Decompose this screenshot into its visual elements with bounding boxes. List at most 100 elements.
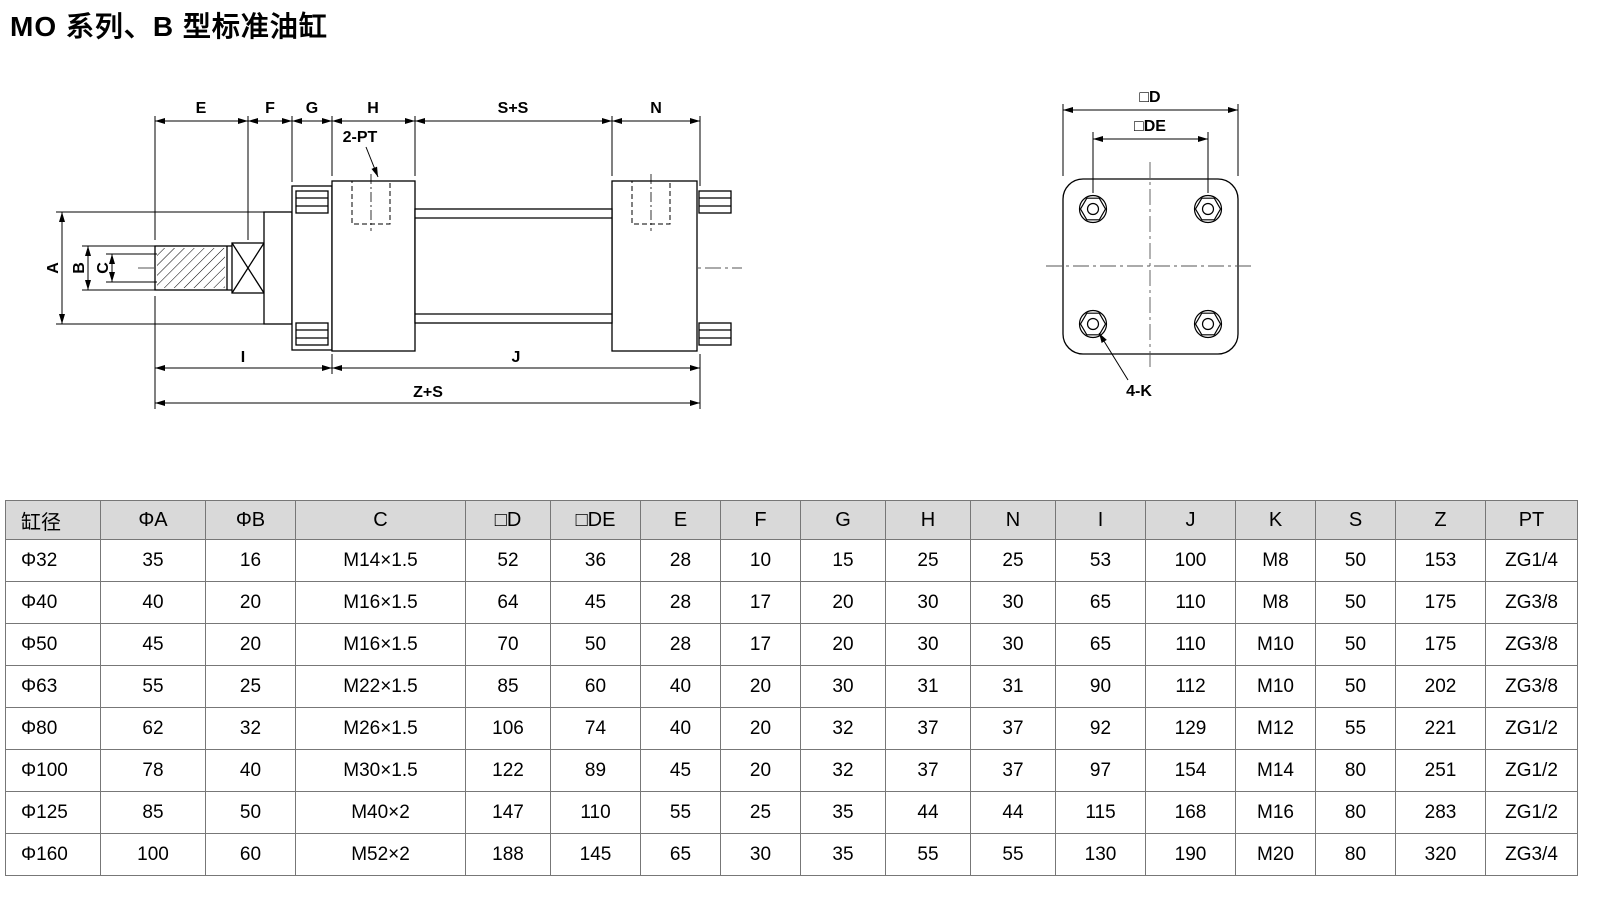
bore-size-cell: Φ160 [5,833,101,876]
port-label: 2-PT [343,129,378,146]
dimension-cell: 25 [205,665,296,708]
dim-label-g: G [306,100,318,117]
dimension-cell: ZG3/8 [1485,665,1578,708]
dimension-cell: 147 [465,791,551,834]
dimension-cell: 52 [465,539,551,582]
dimension-cell: 89 [550,749,641,792]
dim-label-zs: Z+S [413,384,443,401]
dimension-cell: 32 [800,749,886,792]
dim-label-j: J [512,349,521,366]
dimension-cell: M40×2 [295,791,466,834]
front-head [331,180,416,352]
bore-size-cell: Φ50 [5,623,101,666]
bore-size-cell: Φ63 [5,665,101,708]
dimension-cell: 40 [640,665,721,708]
column-header-8: G [800,500,886,540]
dimension-cell: 110 [1145,623,1236,666]
tie-rod-nut [295,322,329,346]
dimension-cell: 25 [885,539,971,582]
dimension-cell: 85 [465,665,551,708]
rod-collar [263,211,293,325]
dimension-cell: 20 [800,581,886,624]
dimension-cell: 65 [1055,581,1146,624]
dimension-cell: 30 [800,665,886,708]
dimension-cell: 30 [885,581,971,624]
dimension-cell: M26×1.5 [295,707,466,750]
tie-rod-nut [698,190,732,214]
dimension-cell: 129 [1145,707,1236,750]
dimension-cell: 31 [885,665,971,708]
dimension-cell: 44 [885,791,971,834]
bore-size-cell: Φ125 [5,791,101,834]
technical-drawing: E F G H S+S N 2-PT A B C [45,89,1255,409]
flange-plate [1062,178,1239,355]
dimension-cell: 25 [720,791,801,834]
dimension-cell: 50 [1315,581,1396,624]
dimension-cell: 50 [550,623,641,666]
dimension-cell: 35 [100,539,206,582]
dimension-cell: M12 [1235,707,1316,750]
dimension-cell: 20 [205,581,296,624]
dimension-cell: 283 [1395,791,1486,834]
dimension-cell: 145 [550,833,641,876]
dimension-cell: M52×2 [295,833,466,876]
dimension-cell: 40 [100,581,206,624]
bore-size-cell: Φ100 [5,749,101,792]
dim-label-a: A [45,262,62,274]
cylinder-tube [414,208,613,324]
dimension-cell: 175 [1395,623,1486,666]
dimension-cell: 55 [970,833,1056,876]
column-header-12: J [1145,500,1236,540]
dimension-cell: 20 [800,623,886,666]
dimension-cell: 20 [720,707,801,750]
dimension-cell: 78 [100,749,206,792]
port-leader [365,146,379,178]
tie-rod-nut-hole [1193,309,1223,339]
dimension-cell: 30 [970,581,1056,624]
dimension-cell: 28 [640,581,721,624]
bolt-leader [1098,332,1129,381]
bolt-label: 4-K [1126,383,1152,400]
dimension-cell: 45 [640,749,721,792]
rear-head [611,180,698,352]
dimension-cell: M30×1.5 [295,749,466,792]
column-header-3: C [295,500,466,540]
dimension-cell: ZG3/8 [1485,623,1578,666]
dim-label-e: E [196,100,207,117]
dimension-cell: 32 [205,707,296,750]
dimension-cell: 110 [1145,581,1236,624]
dimension-cell: 97 [1055,749,1146,792]
dimension-cell: M10 [1235,665,1316,708]
bore-size-cell: Φ32 [5,539,101,582]
column-header-0: 缸径 [5,500,101,540]
dimension-cell: 15 [800,539,886,582]
dim-label-d: □D [1139,89,1160,106]
column-header-13: K [1235,500,1316,540]
column-header-16: PT [1485,500,1578,540]
column-header-6: E [640,500,721,540]
column-header-5: □DE [550,500,641,540]
dimension-cell: 85 [100,791,206,834]
dimension-cell: ZG1/2 [1485,791,1578,834]
dimension-cell: 37 [885,707,971,750]
dimension-cell: 20 [720,749,801,792]
dimension-cell: 65 [1055,623,1146,666]
dimension-cell: 122 [465,749,551,792]
dimension-cell: 92 [1055,707,1146,750]
dimension-cell: 37 [970,749,1056,792]
dimension-cell: 55 [640,791,721,834]
dimension-cell: M10 [1235,623,1316,666]
dimension-cell: 62 [100,707,206,750]
page-title: MO 系列、B 型标准油缸 [10,11,328,42]
dimension-cell: 45 [100,623,206,666]
